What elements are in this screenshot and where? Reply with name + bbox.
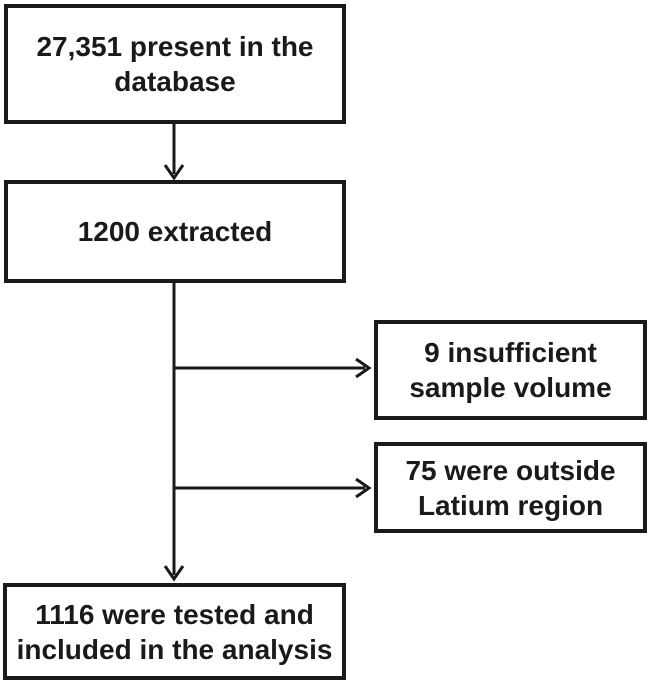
flow-box-outside-region: 75 were outside Latium region (374, 442, 647, 533)
arrowhead-down-to-included (163, 565, 185, 582)
flow-box-database-label: 27,351 present in the database (36, 31, 314, 97)
flow-box-insufficient-sample-label: 9 insufficient sample volume (409, 337, 612, 403)
arrowhead-down-to-extracted (163, 164, 185, 181)
flow-box-included-analysis-label: 1116 were tested and included in the ana… (16, 598, 333, 665)
flow-box-database: 27,351 present in the database (4, 4, 346, 124)
flow-box-extracted-label: 1200 extracted (77, 216, 273, 247)
flow-box-extracted: 1200 extracted (4, 180, 346, 283)
arrowhead-right-to-insufficient (355, 357, 372, 379)
flow-box-outside-region-label: 75 were outside Latium region (405, 454, 616, 521)
flow-box-insufficient-sample: 9 insufficient sample volume (374, 320, 647, 420)
arrowhead-right-to-outside (355, 477, 372, 499)
flow-box-included-analysis: 1116 were tested and included in the ana… (3, 583, 346, 680)
